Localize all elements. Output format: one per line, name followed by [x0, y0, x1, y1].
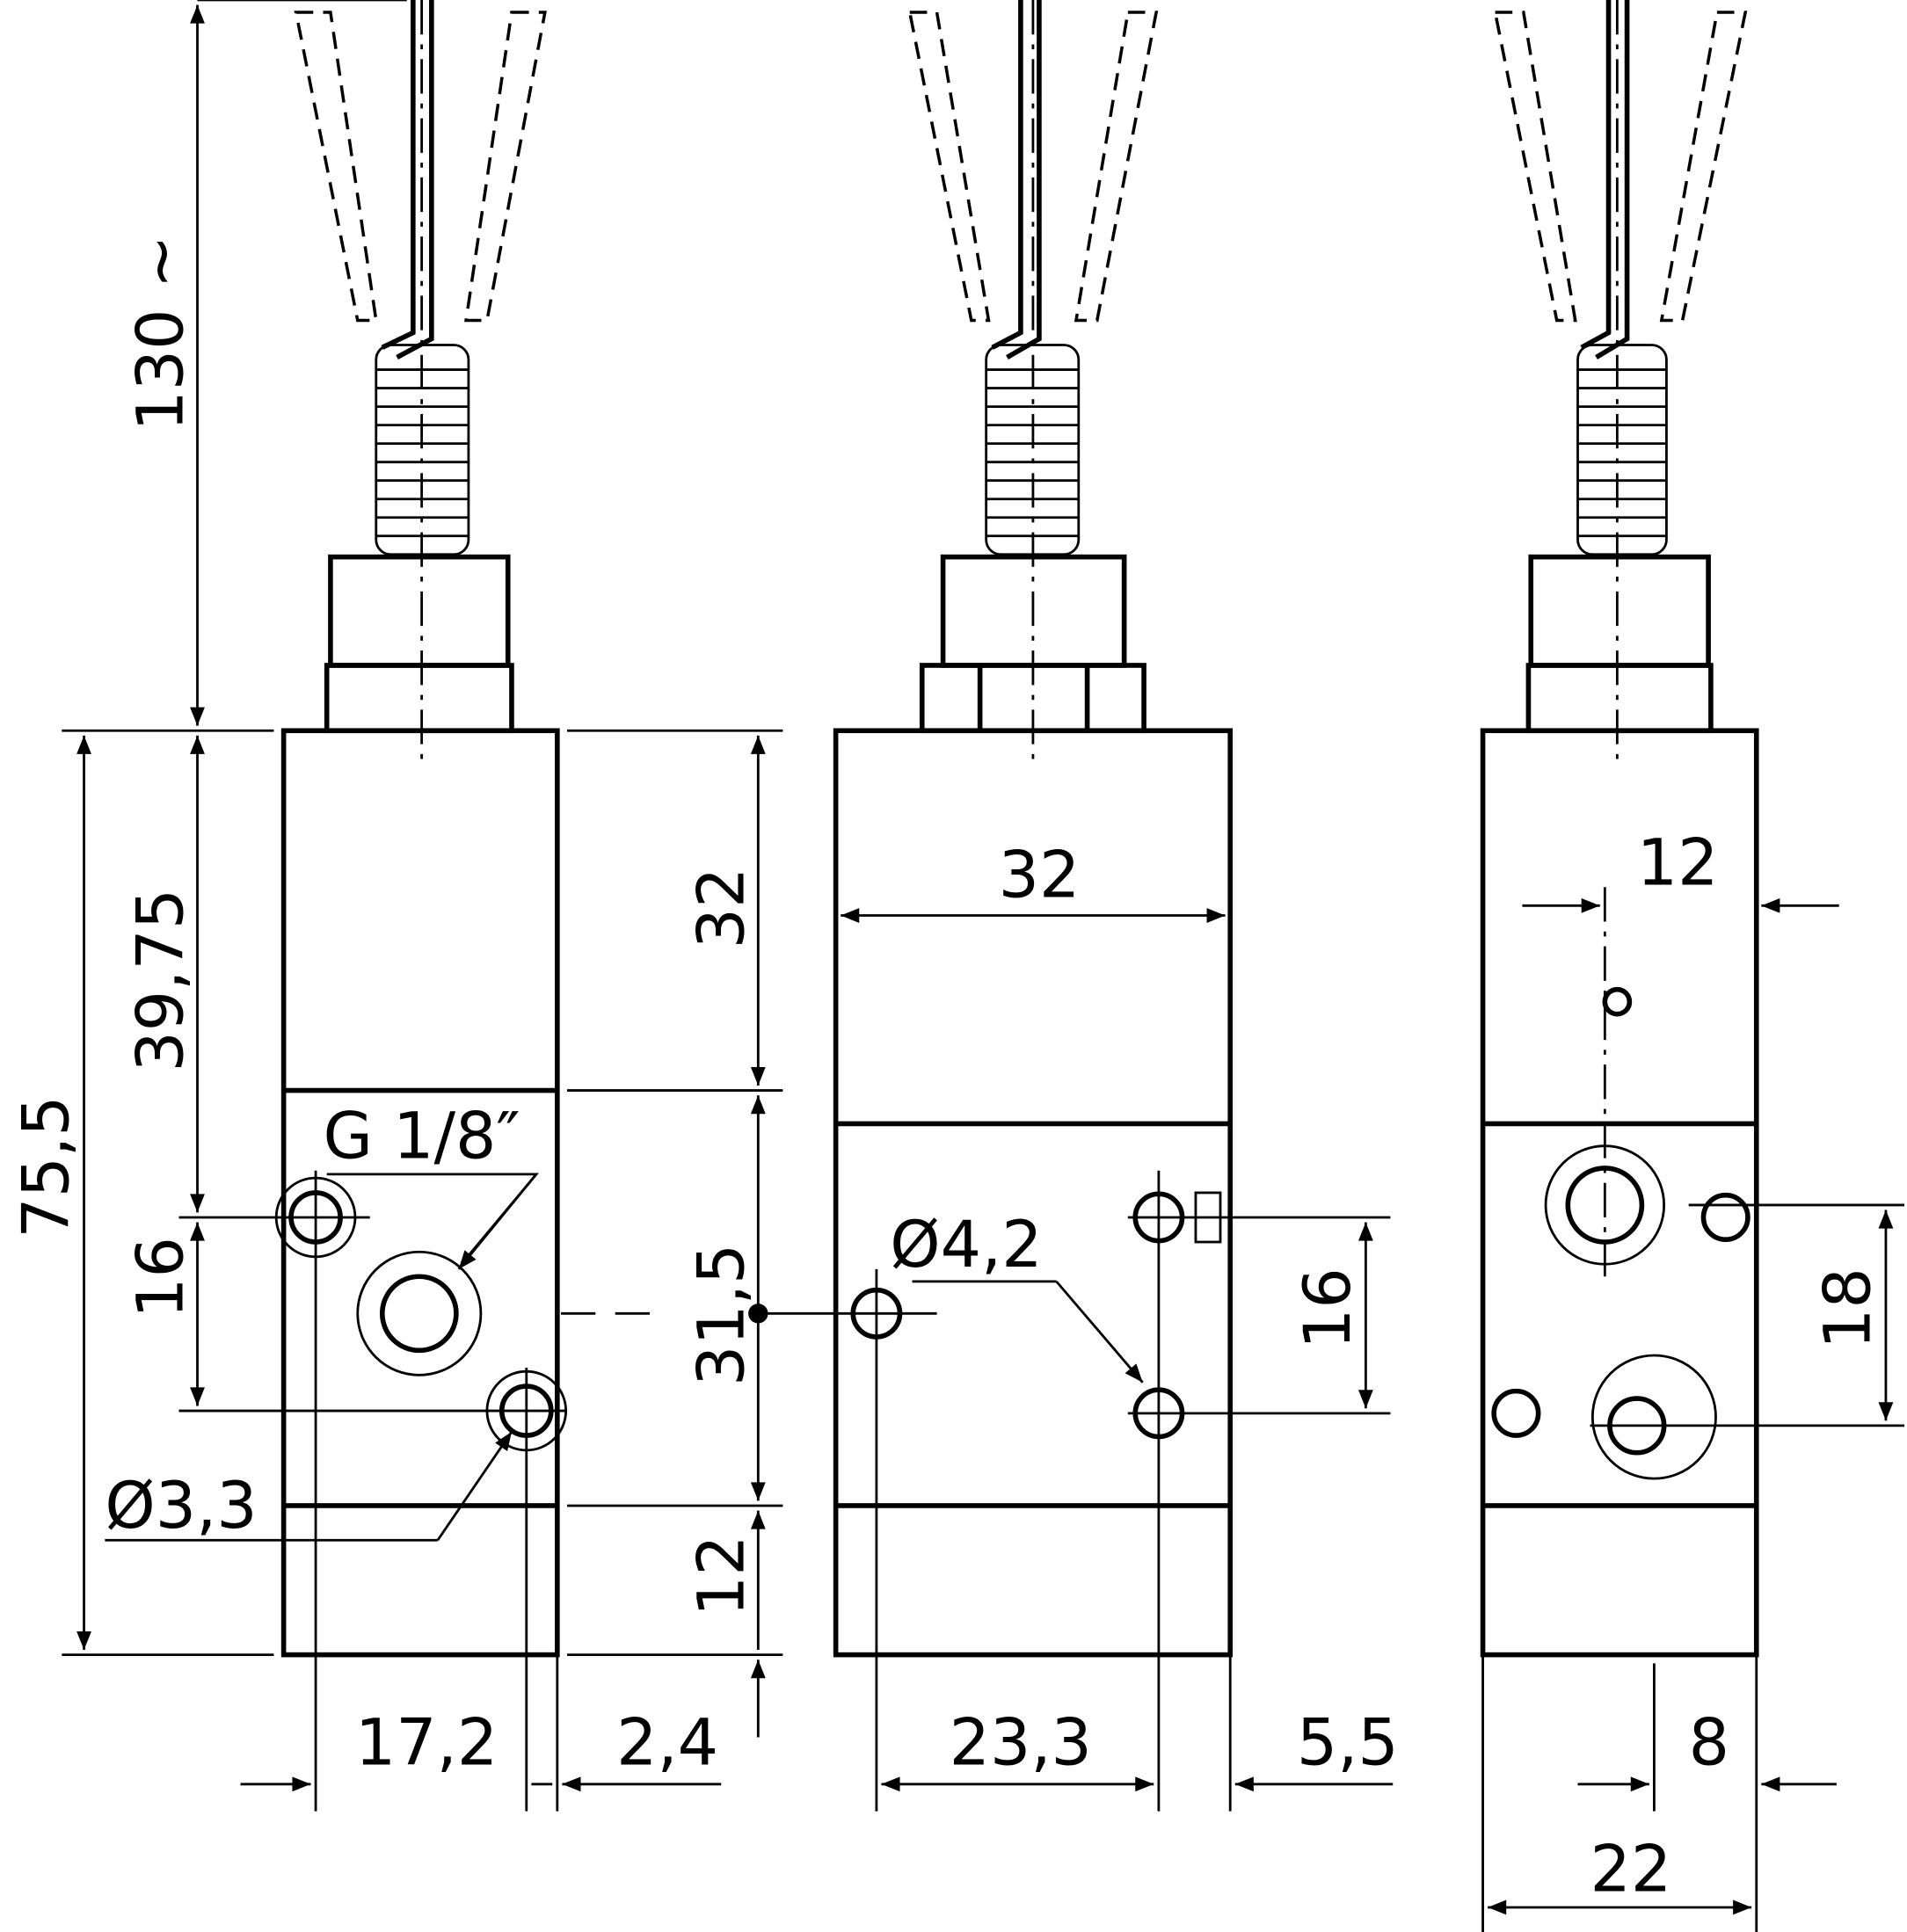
- dim-overall-height: 75,5: [9, 1096, 84, 1238]
- label-port-thread: G 1/8″: [323, 1100, 520, 1174]
- dim-hole-distance: 23,3: [950, 1705, 1092, 1780]
- rear-view: 12 18 8 22: [1480, 0, 1904, 1932]
- dim-total-length: 130 ~: [124, 235, 199, 431]
- dim-port-spacing-rear: 18: [1811, 1267, 1886, 1349]
- dim-rear-width: 22: [1590, 1833, 1672, 1907]
- dim-top-offset: 12: [1637, 825, 1719, 900]
- dim-port-spacing: 16: [124, 1237, 199, 1318]
- dim-hole-spacing: 16: [1291, 1267, 1365, 1349]
- dim-mid-section: 31,5: [684, 1244, 759, 1386]
- dim-width: 17,2: [355, 1705, 498, 1780]
- dim-port-offset: 8: [1689, 1705, 1729, 1780]
- dim-edge-offset: 5,5: [1297, 1705, 1399, 1780]
- dim-lower-section: 12: [684, 1535, 759, 1616]
- label-mount-hole: Ø3,3: [105, 1469, 257, 1543]
- front-view: 32 Ø4,2 16 23,3 5,5: [833, 0, 1399, 1812]
- label-hole-dia: Ø4,2: [890, 1208, 1042, 1282]
- dim-front-width: 32: [999, 839, 1081, 913]
- dim-height-to-port: 39,75: [124, 889, 199, 1072]
- dim-offset: 2,4: [616, 1705, 718, 1780]
- dim-upper-section: 32: [684, 868, 759, 949]
- side-view: 130 ~ 39,75 75,5 16 G 1/8″ Ø3,3 32 31,5 …: [9, 0, 937, 1812]
